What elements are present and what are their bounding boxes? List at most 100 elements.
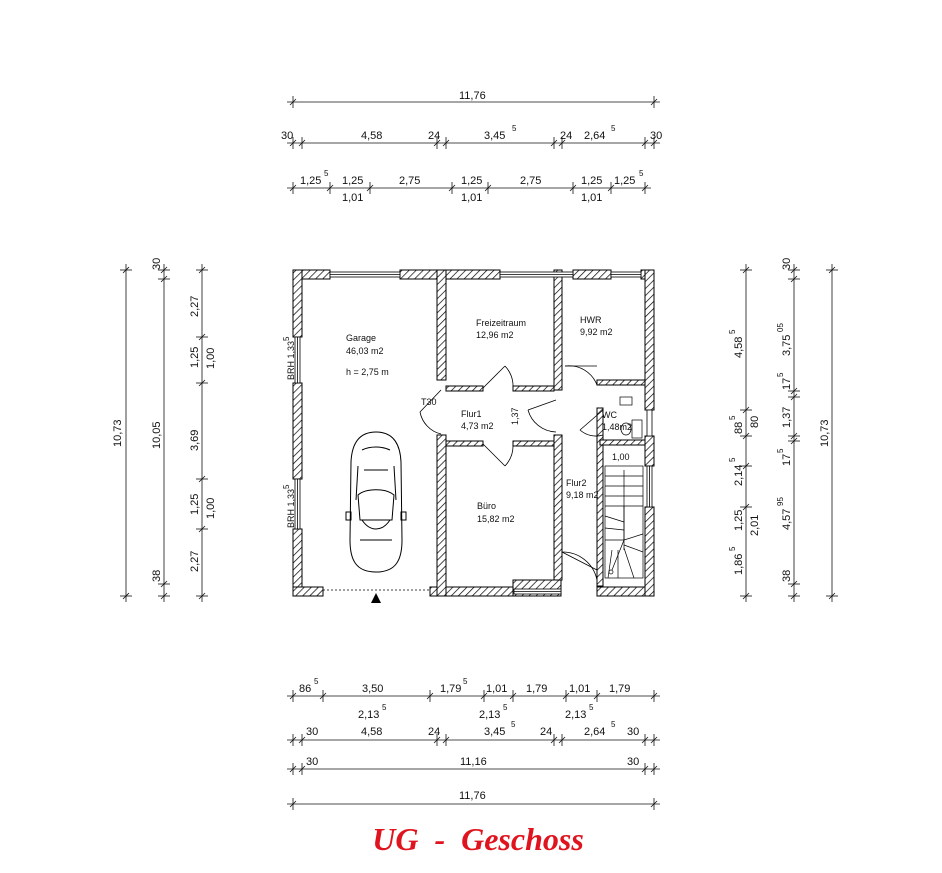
room-freizeitraum-name: Freizeitraum <box>476 318 526 328</box>
dim-right-c2: 17 <box>781 378 793 390</box>
dimension-line <box>742 503 750 511</box>
dim-top-r2: 4,58 <box>361 130 382 142</box>
dimension-line <box>122 266 130 274</box>
doors <box>323 365 604 591</box>
dimension-line <box>607 184 615 192</box>
dimension-line <box>298 736 306 744</box>
dim-bottom-r2: 24 <box>428 726 440 738</box>
dim-bottom-r2: 2,64 <box>584 726 605 738</box>
car-icon <box>345 431 407 573</box>
triangle-arrow-icon <box>371 593 381 603</box>
dim-right-c1b: 2,01 <box>749 515 761 536</box>
plan-title: UG - Geschoss <box>372 821 584 857</box>
dimension-line <box>484 184 492 192</box>
dimension-line <box>569 184 577 192</box>
room-garage-height: h = 2,75 m <box>346 367 389 377</box>
dim-bottom-total: 11,76 <box>459 790 486 802</box>
dimension-line <box>198 592 206 600</box>
dim-left-c3: 2,27 <box>189 296 201 317</box>
dim-bottom-r1-lower: 2,13 <box>479 709 500 721</box>
dim-right-c2: 3,75 <box>781 335 793 356</box>
dim-left-c3: 1,25 <box>189 494 201 515</box>
dimension-line <box>160 275 168 283</box>
dim-top-r2-sup: 5 <box>512 124 517 133</box>
dim-bottom-r2: 4,58 <box>361 726 382 738</box>
room-flur1-name: Flur1 <box>461 409 482 419</box>
room-flur2-name: Flur2 <box>566 478 587 488</box>
dim-top-r2: 24 <box>560 130 572 142</box>
dim-right-c2: 17 <box>781 454 793 466</box>
brh-bottom-label: BRH 1,33 <box>286 489 296 528</box>
dim-top-r3-lower: 1,01 <box>342 192 363 204</box>
dimension-line <box>366 184 374 192</box>
dim-bottom-r1: 1,01 <box>569 683 590 695</box>
dimension-line <box>650 736 658 744</box>
dim-bottom-r2: 3,45 <box>484 726 505 738</box>
brh-top-sup: 5 <box>282 336 291 341</box>
dim-right-c2: 1,37 <box>781 407 793 428</box>
dimension-line <box>650 800 658 808</box>
dim-top-r3: 2,75 <box>520 175 541 187</box>
room-wc-name: WC <box>602 410 617 420</box>
room-buero-area: 15,82 m2 <box>477 514 515 524</box>
dim-right-c1-sup: 5 <box>728 457 737 462</box>
dim-top-r2: 30 <box>281 130 293 142</box>
dim-top-r3: 1,25 <box>581 175 602 187</box>
dimension-line <box>558 736 566 744</box>
dim-right-c2: 4,57 <box>781 509 793 530</box>
dim-top-r3-lower: 1,01 <box>461 192 482 204</box>
dimension-line <box>442 736 450 744</box>
dimension-line <box>641 184 649 192</box>
dim-right-c1: 1,86 <box>733 554 745 575</box>
dim-bottom-r3: 30 <box>627 756 639 768</box>
dimension-line <box>289 736 297 744</box>
dimension-line <box>742 432 750 440</box>
dimension-line <box>298 139 306 147</box>
dim-bottom-r2: 30 <box>306 726 318 738</box>
dim-top-r3-sup: 5 <box>324 169 329 178</box>
dimension-line <box>426 692 434 700</box>
dim-bottom-r2-sup: 5 <box>611 720 616 729</box>
room-buero-name: Büro <box>477 501 496 511</box>
dimension-line <box>198 379 206 387</box>
dimension-line <box>289 139 297 147</box>
staircase <box>604 465 644 579</box>
dimension-line <box>828 592 836 600</box>
dim-right-c1-sup: 5 <box>728 546 737 551</box>
dim-left-c3: 2,27 <box>189 551 201 572</box>
dim-bottom-r3: 30 <box>306 756 318 768</box>
dim-bottom-r1: 1,01 <box>486 683 507 695</box>
dim-right-c1b: 80 <box>749 416 761 428</box>
dimension-line <box>828 266 836 274</box>
dimension-line <box>289 800 297 808</box>
dimension-line <box>790 266 798 274</box>
dim-right-c2: 30 <box>781 258 793 270</box>
dim-bottom-r1-lower: 2,13 <box>358 709 379 721</box>
dim-bottom-r1: 86 <box>299 683 311 695</box>
dim-left-total: 10,73 <box>112 419 124 447</box>
dimension-line <box>562 692 570 700</box>
dimension-line <box>550 139 558 147</box>
dimension-line <box>433 139 441 147</box>
door-width-label: 1,37 <box>510 407 520 425</box>
room-flur2-area: 9,18 m2 <box>566 490 599 500</box>
dimension-line <box>289 184 297 192</box>
dim-left-c3b: 1,00 <box>205 348 217 369</box>
dimension-line <box>790 393 798 401</box>
dim-right-c1: 88 <box>733 422 745 434</box>
dim-right-c2-sup: 05 <box>776 323 785 332</box>
room-hwr-area: 9,92 m2 <box>580 327 613 337</box>
room-flur1-area: 4,73 m2 <box>461 421 494 431</box>
dim-top-total: 11,76 <box>459 90 486 102</box>
room-wc-area: 1,48m2 <box>602 422 632 432</box>
dimension-texts-top: 11,76 30 4,58 24 3,45 5 24 2,64 5 30 1,2… <box>281 90 662 204</box>
dimension-line <box>480 692 488 700</box>
dim-right-total: 10,73 <box>819 419 831 447</box>
dim-right-c2: 38 <box>781 570 793 582</box>
dimension-line <box>641 139 649 147</box>
dim-right-c2-sup: 95 <box>776 497 785 506</box>
dimension-line <box>509 692 517 700</box>
dim-left-c3: 1,25 <box>189 347 201 368</box>
room-hwr-name: HWR <box>580 315 602 325</box>
dim-top-r2: 30 <box>650 130 662 142</box>
